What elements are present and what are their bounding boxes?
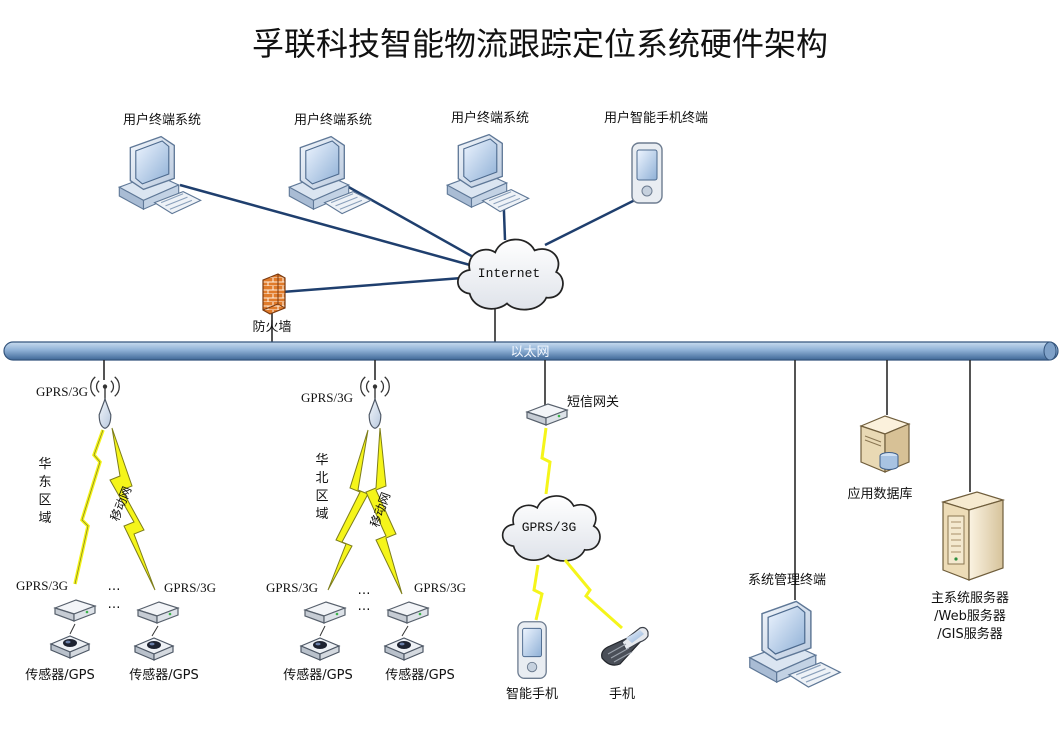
tower-label: GPRS/3G	[301, 390, 353, 405]
region-label-char-4: 域	[315, 507, 328, 522]
link-firewall-internet	[281, 276, 463, 294]
desktop-computer-icon	[749, 600, 841, 688]
phone-label: 手机	[609, 687, 635, 702]
left-modem-label: GPRS/3G	[266, 580, 318, 595]
desktop-computer-icon	[118, 135, 202, 215]
region-label-char-2: 北	[315, 471, 328, 486]
mobile-network-label: 移动网	[108, 484, 134, 523]
gprs-modem-icon	[387, 601, 429, 624]
sensor-left-label: 传感器/GPS	[25, 667, 95, 683]
client-label-4: 用户智能手机终端	[604, 110, 708, 126]
left-modem-label: GPRS/3G	[16, 578, 68, 593]
region-north: GPRS/3G 华 北 区 域 移动网 GPRS/3G GPRS/3G … … …	[266, 376, 466, 683]
region-label-char-1: 华	[38, 457, 51, 472]
sms-gateway-label: 短信网关	[567, 395, 619, 410]
database-label: 应用数据库	[847, 486, 912, 502]
antenna-tower-icon	[90, 376, 120, 430]
wireless-link-left	[327, 429, 369, 591]
server-label-line-1: 主系统服务器	[931, 590, 1009, 606]
region-label-char-3: 区	[38, 493, 51, 508]
sensor-right-label: 传感器/GPS	[385, 667, 455, 683]
wireless-link-left	[73, 429, 105, 585]
region-east: GPRS/3G 华 东 区 域 移动网 GPRS/3G GPRS/3G … … …	[16, 376, 216, 683]
server-label-line-3: /GIS服务器	[937, 626, 1003, 642]
gps-sensor-icon	[50, 635, 90, 659]
link-client-2-internet	[344, 183, 476, 260]
right-modem-label: GPRS/3G	[164, 580, 216, 595]
wireless-link-phone	[563, 559, 623, 630]
desktop-computer-icon	[446, 133, 530, 213]
wireless-link-right	[109, 427, 156, 591]
region-label-char-3: 区	[315, 489, 328, 504]
wireless-link-right	[365, 427, 403, 595]
smartphone-icon	[631, 142, 663, 204]
mgmt-terminal-label: 系统管理终端	[748, 572, 826, 588]
wireless-link-smartphone	[532, 564, 544, 621]
client-label-3: 用户终端系统	[451, 110, 529, 126]
server-label-line-2: /Web服务器	[934, 608, 1006, 624]
gps-sensor-icon	[384, 637, 424, 661]
sensor-left-label: 传感器/GPS	[283, 667, 353, 683]
internet-label: Internet	[478, 266, 540, 281]
ethernet-label: 以太网	[510, 345, 549, 360]
region-label-char-2: 东	[38, 475, 51, 490]
wireless-link-sms	[540, 427, 552, 495]
antenna-tower-icon	[360, 376, 390, 430]
gps-sensor-icon	[300, 637, 340, 661]
region-label-char-4: 域	[38, 511, 51, 526]
client-label-1: 用户终端系统	[123, 112, 201, 128]
client-label-2: 用户终端系统	[294, 112, 372, 128]
tower-label: GPRS/3G	[36, 384, 88, 399]
ellipsis-bottom: …	[108, 597, 121, 612]
database-server-icon	[860, 415, 910, 473]
sms-gateway-icon	[526, 403, 568, 426]
smart-phone-label: 智能手机	[506, 687, 558, 702]
desktop-computer-icon	[288, 135, 372, 215]
ellipsis-top: …	[358, 583, 371, 598]
gprs-modem-icon	[137, 601, 179, 624]
sms-branch: 短信网关 GPRS/3G 智能手机 手机	[501, 395, 649, 702]
ethernet-bus-end	[1043, 341, 1057, 361]
gprs-modem-icon	[54, 599, 96, 622]
right-modem-label: GPRS/3G	[414, 580, 466, 595]
diagram-title: 孚联科技智能物流跟踪定位系统硬件架构	[252, 25, 828, 63]
sensor-right-label: 传感器/GPS	[129, 667, 199, 683]
firewall-label: 防火墙	[252, 319, 291, 335]
mobile-cloud-label: GPRS/3G	[522, 520, 577, 535]
ellipsis-top: …	[108, 579, 121, 594]
region-label-char-1: 华	[315, 453, 328, 468]
smartphone-icon	[517, 621, 547, 680]
gps-sensor-icon	[134, 637, 174, 661]
ellipsis-bottom: …	[358, 599, 371, 614]
link-client-1-internet	[179, 183, 471, 267]
gprs-modem-icon	[304, 601, 346, 624]
rack-server-icon	[942, 491, 1004, 581]
firewall-icon	[262, 273, 286, 315]
ethernet-bus	[3, 341, 1059, 361]
mobile-phone-icon	[601, 626, 649, 666]
